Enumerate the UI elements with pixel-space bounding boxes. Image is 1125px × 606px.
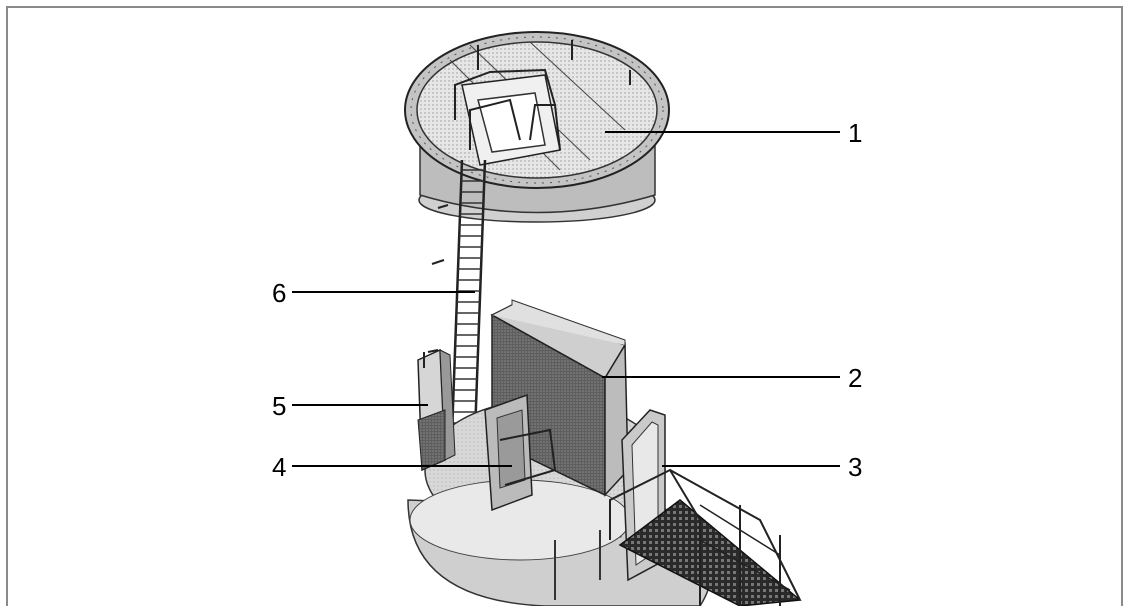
- leader-lines: [292, 131, 840, 467]
- callout-1: 1: [848, 118, 863, 148]
- callout-2: 2: [848, 363, 863, 393]
- callout-3: 3: [848, 452, 863, 482]
- entrance-stairs: [609, 409, 802, 606]
- callout-4: 4: [272, 452, 287, 482]
- callout-6: 6: [272, 278, 287, 308]
- door: [484, 393, 557, 512]
- top-platform: [404, 31, 670, 223]
- side-unit: [417, 348, 456, 472]
- callout-5: 5: [272, 391, 287, 421]
